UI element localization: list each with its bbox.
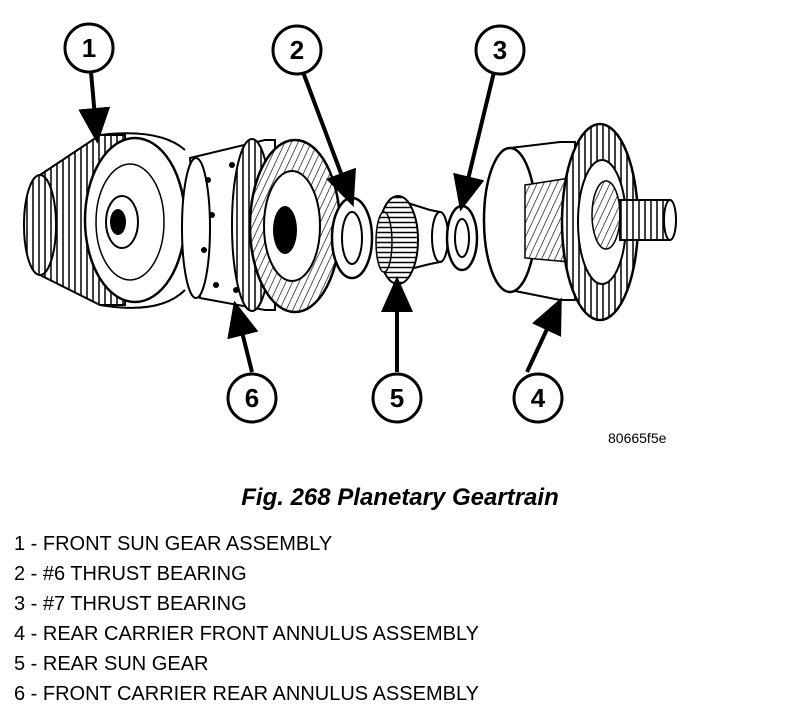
callout-3-label: 3 bbox=[493, 35, 507, 65]
front-sun-gear-assembly-part bbox=[23, 132, 187, 309]
callout-1-label: 1 bbox=[82, 33, 96, 63]
rear-sun-gear-part bbox=[375, 195, 449, 285]
legend-item: 3 - #7 THRUST BEARING bbox=[14, 593, 247, 615]
thrust-bearing-6-part bbox=[330, 196, 374, 280]
legend-item: 6 - FRONT CARRIER REAR ANNULUS ASSEMBLY bbox=[14, 683, 479, 705]
callout-4-label: 4 bbox=[531, 383, 546, 413]
figure-code: 80665f5e bbox=[608, 430, 667, 446]
leader-arrows bbox=[78, 71, 562, 373]
rear-carrier-front-annulus-part bbox=[482, 122, 677, 322]
legend-item: 1 - FRONT SUN GEAR ASSEMBLY bbox=[14, 533, 333, 555]
callout-2-label: 2 bbox=[290, 35, 304, 65]
legend-item: 5 - REAR SUN GEAR bbox=[14, 653, 209, 675]
parts-legend: 1 - FRONT SUN GEAR ASSEMBLY 2 - #6 THRUS… bbox=[14, 529, 479, 709]
callout-1: 1 bbox=[63, 22, 115, 74]
planetary-geartrain-illustration: 1 2 3 4 5 6 bbox=[23, 22, 677, 424]
legend-item: 4 - REAR CARRIER FRONT ANNULUS ASSEMBLY bbox=[14, 623, 479, 645]
callout-6-label: 6 bbox=[245, 383, 259, 413]
callout-4: 4 bbox=[512, 372, 564, 424]
front-carrier-rear-annulus-part bbox=[181, 138, 342, 314]
legend-item: 2 - #6 THRUST BEARING bbox=[14, 563, 247, 585]
figure-caption: Fig. 268 Planetary Geartrain bbox=[241, 484, 559, 511]
callout-5-label: 5 bbox=[390, 383, 404, 413]
callout-6: 6 bbox=[226, 372, 278, 424]
callout-5: 5 bbox=[371, 372, 423, 424]
callout-3: 3 bbox=[474, 24, 526, 76]
thrust-bearing-7-part bbox=[445, 204, 479, 272]
callout-2: 2 bbox=[271, 24, 323, 76]
